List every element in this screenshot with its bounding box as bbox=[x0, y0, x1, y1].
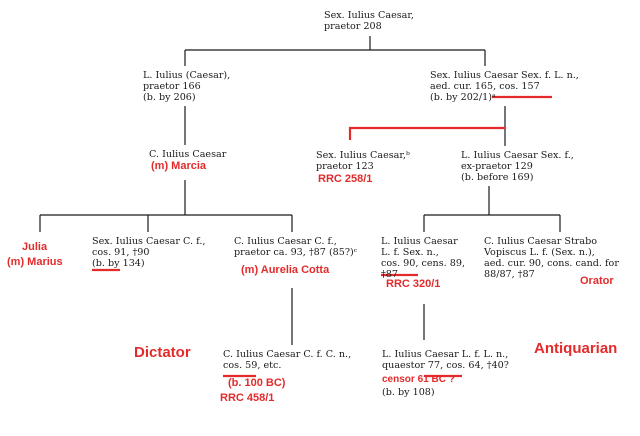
annotation-aurelia-cotta: (m) Aurelia Cotta bbox=[241, 264, 330, 276]
annotation-m-marius: (m) Marius bbox=[7, 256, 63, 268]
node-l-cos-90: L. Iulius Caesar L. f. Sex. n., cos. 90,… bbox=[381, 236, 465, 280]
red-bracket bbox=[348, 126, 505, 140]
node-sex-cos-91: Sex. Iulius Caesar C. f., cos. 91, †90 (… bbox=[92, 236, 206, 269]
node-l-b108: (b. by 108) bbox=[382, 387, 435, 398]
node-sex-praetor-208: Sex. Iulius Caesar, praetor 208 bbox=[324, 10, 414, 32]
node-c-dictator: C. Iulius Caesar C. f. C. n., cos. 59, e… bbox=[223, 349, 352, 371]
node-l-expraetor-129: L. Iulius Caesar Sex. f., ex-praetor 129… bbox=[461, 150, 574, 183]
annotation-rrc-258: RRC 258/1 bbox=[318, 173, 373, 185]
node-l-quaestor-77: L. Iulius Caesar L. f. L. n., quaestor 7… bbox=[382, 349, 509, 371]
annotation-rrc-320: RRC 320/1 bbox=[386, 278, 441, 290]
annotation-dictator: Dictator bbox=[134, 344, 191, 361]
node-sex-cos-157: Sex. Iulius Caesar Sex. f. L. n., aed. c… bbox=[430, 70, 579, 103]
node-c-strabo: C. Iulius Caesar Strabo Vopiscus L. f. (… bbox=[484, 236, 619, 280]
node-c-praetor-93: C. Iulius Caesar C. f., praetor ca. 93, … bbox=[234, 236, 358, 258]
annotation-orator: Orator bbox=[580, 275, 614, 287]
annotation-censor: censor 61 BC ? bbox=[382, 374, 455, 385]
annotation-julia: Julia bbox=[22, 241, 48, 253]
node-l-praetor-166: L. Iulius (Caesar), praetor 166 (b. by 2… bbox=[143, 70, 231, 103]
annotation-antiquarian: Antiquarian bbox=[534, 340, 618, 357]
annotation-rrc-458: RRC 458/1 bbox=[220, 392, 275, 404]
node-c-marcia: C. Iulius Caesar bbox=[149, 149, 227, 160]
node-sex-praetor-123: Sex. Iulius Caesar,ᵇ praetor 123 bbox=[316, 150, 410, 172]
annotation-marcia: (m) Marcia bbox=[151, 160, 207, 172]
annotation-b100: (b. 100 BC) bbox=[228, 377, 286, 389]
